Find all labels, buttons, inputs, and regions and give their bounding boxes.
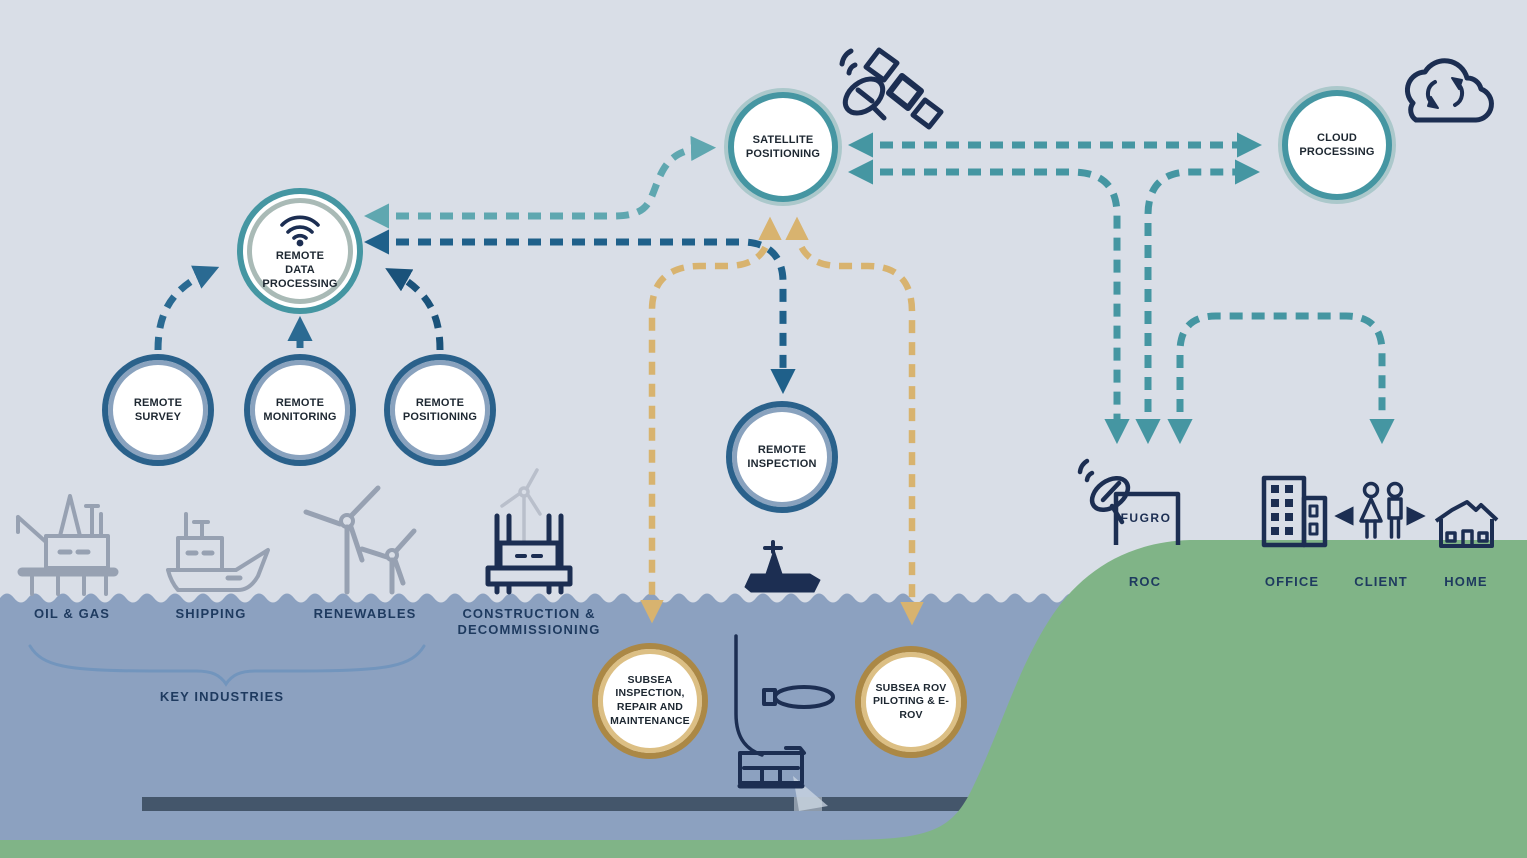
industry-label-oil-gas: OIL & GAS [33,606,111,621]
oil-platform-icon [16,494,119,596]
location-label-home: HOME [1444,574,1488,589]
node-subsea-rov: SUBSEA ROV PILOTING & E-ROV [855,646,967,758]
people-icon [1359,481,1404,539]
cloud-sync-icon [1404,58,1494,123]
node-remote-survey: REMOTE SURVEY [102,354,214,466]
wind-turbines-icon [303,485,417,595]
jackup-platform-icon [485,468,573,595]
key-industries-bracket [28,644,426,687]
node-subsea-irm: SUBSEA INSPECTION, REPAIR AND MAINTENANC… [592,643,708,759]
fugro-logo: FUGRO [1120,511,1172,525]
ship-icon [166,512,270,592]
node-label: REMOTE POSITIONING [402,396,478,423]
node-cloud-processing: CLOUD PROCESSING [1282,90,1392,200]
key-industries-label: KEY INDUSTRIES [159,689,285,704]
industry-label-construction: CONSTRUCTION & DECOMMISSIONING [457,606,601,638]
node-remote-monitoring: REMOTE MONITORING [244,354,356,466]
arrow-roc-office-client [1167,312,1395,445]
node-satellite-positioning: SATELLITE POSITIONING [728,92,838,202]
industry-label-shipping: SHIPPING [175,606,247,621]
roc-building-icon [1113,491,1181,545]
industry-label-renewables: RENEWABLES [313,606,417,621]
node-label: CLOUD PROCESSING [1299,131,1375,158]
arrow-satellite-subsea-irm [640,216,782,624]
office-building-icon [1261,475,1328,548]
arrow-survey-to-rdp [154,265,220,351]
node-label: REMOTE MONITORING [263,396,337,423]
node-remote-inspection: REMOTE INSPECTION [726,401,838,513]
node-label: SUBSEA ROV PILOTING & E-ROV [872,681,950,721]
location-label-office: OFFICE [1264,574,1320,589]
node-remote-data-processing: REMOTE DATA PROCESSING [237,188,363,314]
wifi-icon [280,215,320,246]
satellite-icon [839,47,944,130]
house-icon [1434,500,1499,548]
location-label-client: CLIENT [1354,574,1408,589]
pipeline [142,797,970,811]
node-label: SUBSEA INSPECTION, REPAIR AND MAINTENANC… [610,673,690,727]
node-label: REMOTE DATA PROCESSING [262,249,338,291]
node-remote-positioning: REMOTE POSITIONING [384,354,496,466]
node-label: REMOTE INSPECTION [747,443,817,470]
arrow-rdp-satellite-positioning [363,135,717,229]
node-label: SATELLITE POSITIONING [745,133,821,160]
node-label: REMOTE SURVEY [133,396,183,423]
rov-icon [734,634,806,789]
arrow-roc-cloud [1135,159,1261,445]
node-inner-ring: REMOTE DATA PROCESSING [247,198,353,304]
arrow-satellite-subsea-rov [785,216,924,626]
usv-icon [744,540,821,593]
land [0,540,1527,858]
arrow-satellite-roc [847,159,1130,445]
arrow-positioning-to-rdp [385,268,444,351]
location-label-roc: ROC [1128,574,1162,589]
satellite-dish-icon [1077,458,1131,525]
auv-icon [762,685,835,709]
